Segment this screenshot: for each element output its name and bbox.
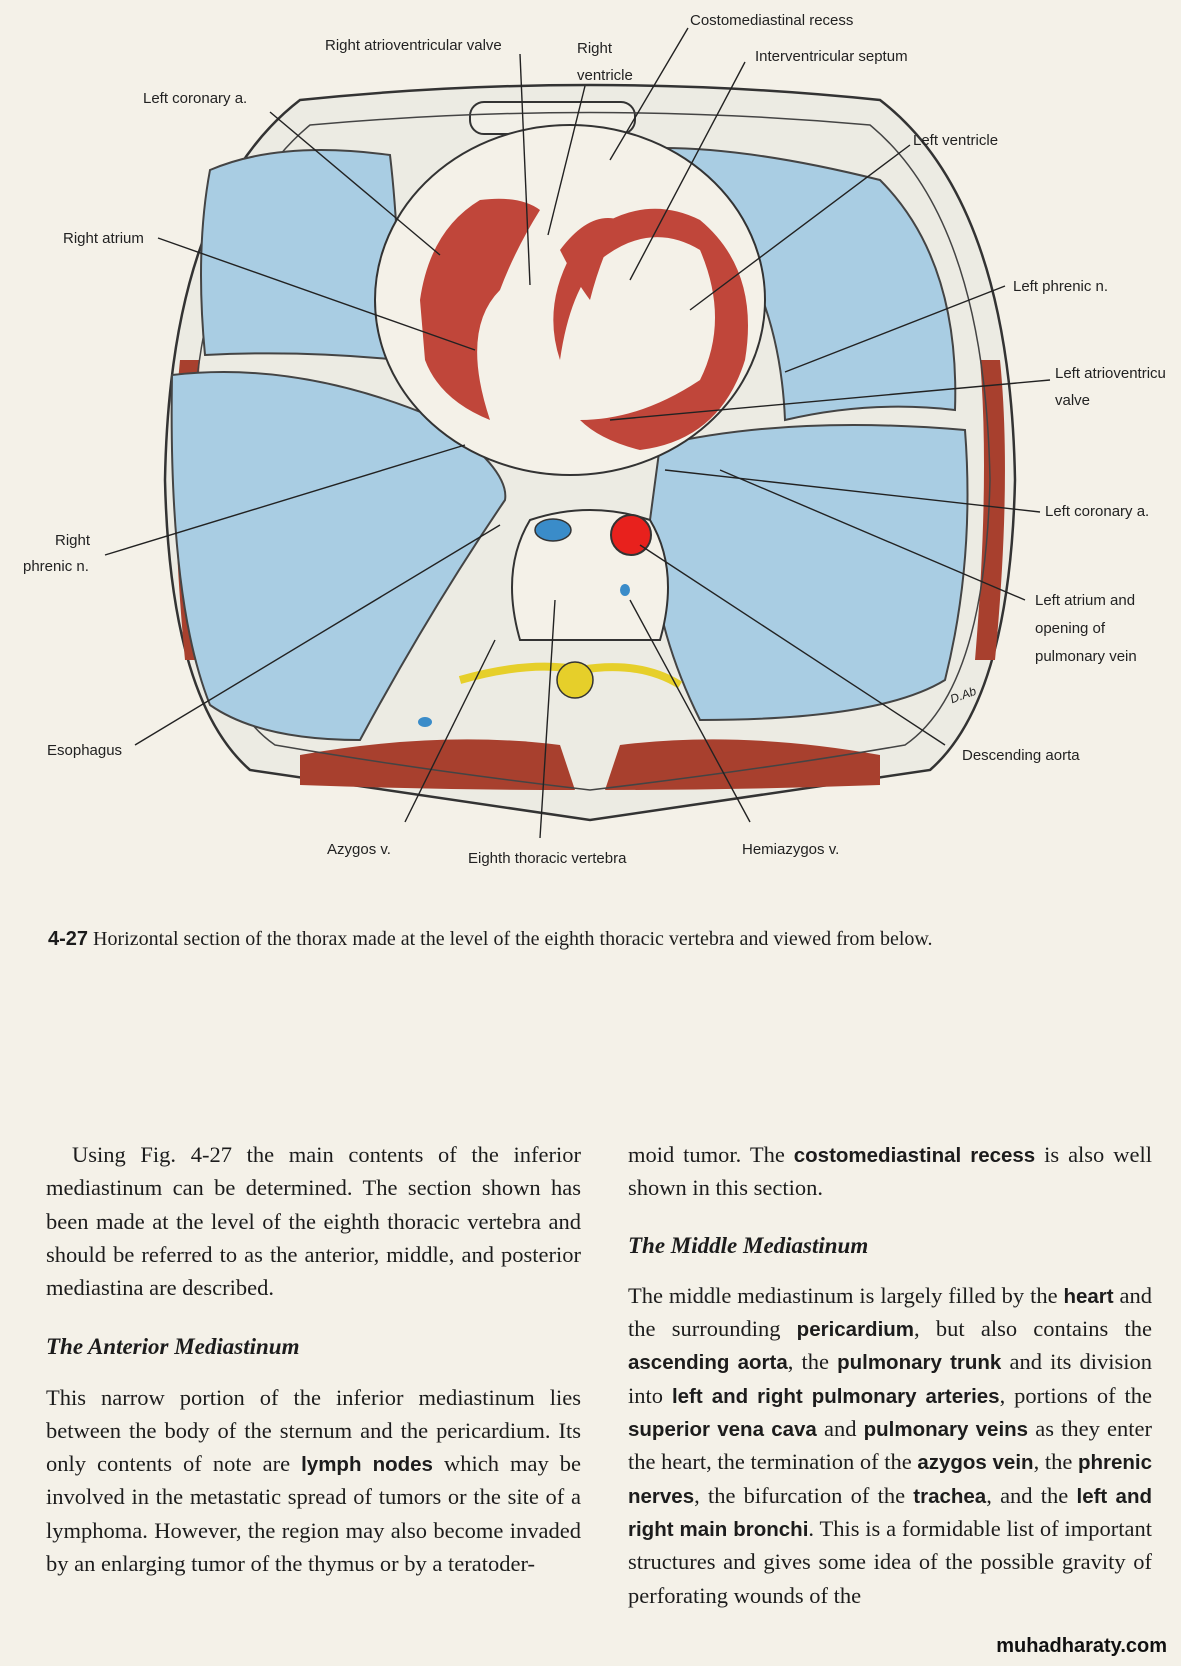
label-descending-aorta: Descending aorta [962, 747, 1080, 764]
text-run: , the [1033, 1449, 1078, 1475]
text-run: and [816, 1415, 864, 1441]
text-run: , portions of the [999, 1382, 1152, 1408]
label-esophagus: Esophagus [47, 742, 123, 759]
left-paragraph-2: This narrow portion of the inferior medi… [46, 1381, 581, 1581]
label-left-phrenic-nerve: Left phrenic n. [1013, 278, 1109, 295]
label-left-atrium-line1: Left atrium and [1035, 592, 1136, 609]
heading-anterior-mediastinum: The Anterior Mediastinum [46, 1334, 300, 1360]
bold-term: left and right main bronchi [628, 1484, 1152, 1541]
back-muscle [605, 739, 880, 790]
heading-middle-mediastinum: The Middle Mediastinum [628, 1232, 869, 1258]
label-hemiazygos-vein: Hemiazygos v. [742, 841, 840, 858]
text-run: , but also contains the [914, 1315, 1152, 1341]
hemiazygos-vein [620, 584, 630, 596]
left-paragraph-1: Using Fig. 4-27 the main contents of the… [46, 1142, 581, 1301]
left-lung-upper [617, 147, 957, 422]
leader-lines [104, 27, 1051, 839]
bold-term: superior vena cava [628, 1417, 817, 1441]
bold-term: heart [1063, 1284, 1114, 1308]
text-run: . This is a formidable list of important… [628, 1515, 1152, 1608]
septum [560, 218, 620, 300]
bold-term: left and right pulmonary arteries [671, 1384, 1000, 1408]
text-run: and the surrounding [628, 1282, 1152, 1341]
text-run: moid tumor. The [628, 1142, 794, 1167]
label-azygos-vein: Azygos v. [327, 841, 391, 858]
label-left-coronary-artery-top: Left coronary a. [143, 90, 248, 107]
text-run: , the [787, 1349, 838, 1375]
bold-term: pericardium [796, 1317, 915, 1341]
label-left-atrium-line3: pulmonary vein [1035, 648, 1137, 665]
bold-term: pulmonary veins [863, 1417, 1029, 1441]
thorax-section-figure [104, 27, 1051, 839]
right-column: moid tumor. The costomediastinal recess … [628, 1138, 1152, 1612]
esophagus [534, 518, 572, 542]
label-right-av-valve: Right atrioventricular valve [325, 37, 502, 54]
label-left-atrium-line2: opening of [1035, 620, 1106, 637]
right-lung-lower [170, 371, 507, 742]
right-paragraph-1: moid tumor. The costomediastinal recess … [628, 1138, 1152, 1205]
label-left-av-valve-line2: valve [1055, 392, 1091, 409]
bold-term: costomediastinal recess [793, 1144, 1036, 1167]
left-lung-lower [648, 424, 969, 722]
label-right-ventricle-line2: ventricle [577, 67, 633, 84]
bold-term: pulmonary trunk [837, 1351, 1002, 1375]
bold-term: azygos vein [917, 1451, 1034, 1475]
text-run: which may be involved in the metastatic … [46, 1451, 581, 1577]
text-run: and its division into [628, 1349, 1152, 1408]
label-interventricular-septum: Interventricular septum [755, 48, 908, 65]
label-right-phrenic-line2: phrenic n. [23, 558, 89, 575]
label-left-ventricle: Left ventricle [913, 132, 999, 149]
text-run: This narrow portion of the inferior medi… [46, 1384, 581, 1477]
spinal-cord [556, 661, 594, 699]
label-eighth-thoracic-vertebra: Eighth thoracic vertebra [468, 850, 627, 867]
label-right-ventricle-line1: Right [577, 40, 613, 57]
site-watermark: muhadharaty.com [996, 1635, 1167, 1657]
text-run: The middle mediastinum is largely filled… [628, 1282, 1064, 1308]
left-column: Using Fig. 4-27 the main contents of the… [46, 1138, 581, 1580]
bold-term: phrenic nerves [628, 1451, 1152, 1508]
bold-term: ascending aorta [628, 1351, 788, 1375]
bold-term: lymph nodes [301, 1453, 433, 1477]
text-run: , and the [986, 1482, 1077, 1508]
azygos-vein [418, 717, 432, 727]
chest-wall-muscle [975, 360, 1005, 660]
label-left-av-valve-line1: Left atrioventricu [1055, 365, 1166, 382]
label-left-coronary-artery-right: Left coronary a. [1045, 503, 1150, 520]
text-run: as they enter the heart, the termination… [628, 1415, 1152, 1475]
caption-number: 4-27 [48, 928, 89, 950]
right-paragraph-2: The middle mediastinum is largely filled… [628, 1279, 1152, 1612]
label-costomediastinal-recess: Costomediastinal recess [690, 12, 854, 29]
label-right-phrenic-line1: Right [55, 532, 91, 549]
label-right-atrium: Right atrium [63, 230, 144, 247]
right-lung-upper [200, 149, 402, 362]
bold-term: trachea [913, 1484, 987, 1508]
figure-caption: 4-27 Horizontal section of the thorax ma… [48, 926, 948, 952]
right-atrium-wall [420, 198, 540, 420]
text-run: , the bifurcation of the [694, 1482, 914, 1508]
back-muscle [300, 739, 575, 790]
left-ventricle-wall [553, 208, 748, 450]
caption-text: Horizontal section of the thorax made at… [93, 928, 933, 950]
text-run: is also well shown in this section. [628, 1142, 1152, 1201]
